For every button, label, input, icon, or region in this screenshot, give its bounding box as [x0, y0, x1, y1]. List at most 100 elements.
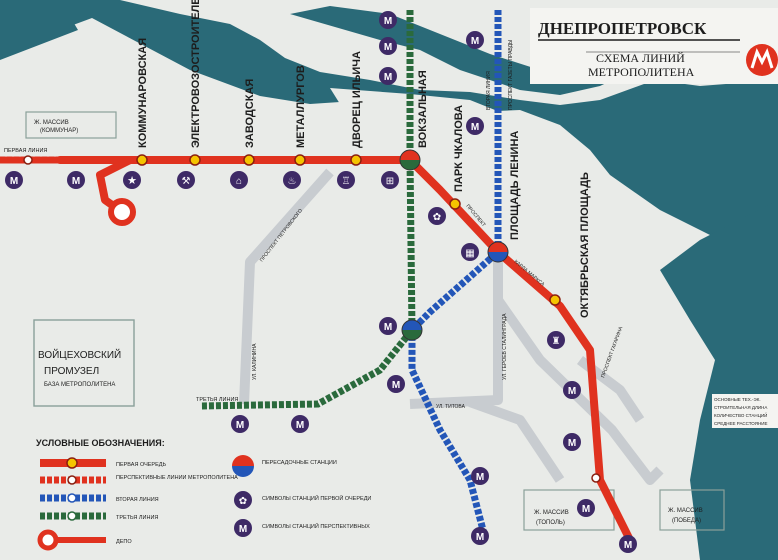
massiv-topol-label-2: (ТОПОЛЬ): [536, 520, 565, 526]
worker-emblem-icon: ⚒: [177, 171, 195, 189]
depot-box: [33, 319, 135, 407]
station-labels: КОММУНАРОВСКАЯ ЭЛЕКТРОВОЗОСТРОИТЕЛЕЙ ЗАВ…: [137, 0, 591, 318]
massiv-kommunar-box: [25, 111, 117, 139]
leaf-emblem-icon: ✿: [428, 207, 446, 225]
first-line-label: ПЕРВАЯ ЛИНИЯ: [4, 148, 47, 154]
svg-text:М: М: [476, 532, 484, 543]
metro-emblem-icon: М: [379, 11, 397, 29]
svg-text:ПЕРЕСАДОЧНЫЕ СТАНЦИИ: ПЕРЕСАДОЧНЫЕ СТАНЦИИ: [262, 460, 337, 466]
depot-label-3: БАЗА МЕТРОПОЛИТЕНА: [44, 382, 115, 388]
massiv-pobeda-label-1: Ж. МАССИВ: [668, 508, 703, 514]
perspective-lines: [239, 168, 664, 485]
title-city: ДНЕПРОПЕТРОВСК: [538, 19, 707, 38]
second-line-label: ВТОРАЯ ЛИНИЯ: [486, 71, 492, 110]
monument-emblem-icon: ♜: [547, 331, 565, 349]
metallurgy-emblem-icon: ♨: [283, 171, 301, 189]
legend-item-depot: ДЕПО: [37, 529, 132, 551]
metro-emblem-icon: М: [379, 37, 397, 55]
metro-emblem-icon: М: [231, 415, 249, 433]
info-line-4: СРЕДНЕЕ РАССТОЯНИЕ: [714, 421, 767, 426]
label-oktyabrskaya: ОКТЯБРЬСКАЯ ПЛОЩАДЬ: [579, 172, 591, 318]
svg-text:М: М: [568, 438, 576, 449]
massiv-kommunar-label-1: Ж. МАССИВ: [34, 120, 69, 126]
title-background: [530, 8, 778, 84]
street-titova-label: УЛ. ТИТОВА: [436, 404, 466, 410]
transfer-vokzalnaya: [399, 149, 421, 171]
svg-text:✿: ✿: [433, 212, 441, 223]
svg-text:ПЕРСПЕКТИВНЫЕ ЛИНИИ МЕТРОПОЛИТ: ПЕРСПЕКТИВНЫЕ ЛИНИИ МЕТРОПОЛИТЕНА: [116, 475, 238, 481]
metro-emblem-icon: М: [466, 31, 484, 49]
depot-loop-icon: [108, 198, 136, 226]
svg-text:М: М: [384, 16, 392, 27]
station-oktyabrskaya: [549, 294, 561, 306]
svg-text:✿: ✿: [239, 496, 247, 507]
svg-text:♖: ♖: [342, 176, 351, 187]
factory-emblem-icon: ⌂: [230, 171, 248, 189]
label-dvorets-ilicha: ДВОРЕЦ ИЛЬИЧА: [351, 51, 363, 148]
street-stalingrada-label: УЛ. ГЕРОЕВ СТАЛИНГРАДА: [502, 313, 508, 380]
svg-text:СИМВОЛЫ СТАНЦИЙ ПЕРСПЕКТИВНЫХ: СИМВОЛЫ СТАНЦИЙ ПЕРСПЕКТИВНЫХ: [262, 522, 370, 530]
metro-emblem-icon: М: [563, 433, 581, 451]
metro-emblem-icon: М: [387, 375, 405, 393]
svg-text:М: М: [476, 472, 484, 483]
transfer-green-blue: [401, 319, 423, 341]
metro-emblem-icon: М: [577, 499, 595, 517]
depot-label-2: ПРОМУЗЕЛ: [44, 366, 99, 377]
station-metallurgov: [294, 154, 306, 166]
legend-item-third-line: ТРЕТЬЯ ЛИНИЯ: [40, 511, 158, 521]
station-park-chkalova: [449, 198, 461, 210]
star-emblem-icon: ★: [123, 171, 141, 189]
legend-title: УСЛОВНЫЕ ОБОЗНАЧЕНИЯ:: [36, 438, 165, 448]
metro-emblem-icon: М: [619, 535, 637, 553]
metro-emblem-icon: М: [379, 317, 397, 335]
transfer-ploshchad-lenina: [487, 241, 509, 263]
svg-text:♜: ♜: [552, 336, 561, 347]
label-metallurgov: МЕТАЛЛУРГОВ: [295, 65, 307, 148]
svg-text:ТРЕТЬЯ ЛИНИЯ: ТРЕТЬЯ ЛИНИЯ: [116, 515, 158, 521]
svg-text:ДЕПО: ДЕПО: [116, 539, 132, 545]
svg-text:СИМВОЛЫ СТАНЦИЙ ПЕРВОЙ ОЧЕРЕДИ: СИМВОЛЫ СТАНЦИЙ ПЕРВОЙ ОЧЕРЕДИ: [262, 494, 371, 502]
legend-item-perspective-symbols: М СИМВОЛЫ СТАНЦИЙ ПЕРСПЕКТИВНЫХ: [234, 519, 370, 537]
svg-text:♨: ♨: [288, 176, 297, 187]
third-line: [199, 10, 416, 410]
station-emblems: М М ★ ⚒ ⌂ ♨ ♖ ⊞ ✿ ▦ ♜ М М М М М М М М М …: [5, 11, 637, 553]
massiv-topol-label-1: Ж. МАССИВ: [534, 510, 569, 516]
title-block: ДНЕПРОПЕТРОВСК СХЕМА ЛИНИЙ МЕТРОПОЛИТЕНА: [530, 8, 778, 84]
station-elektrovozostroiteley: [189, 154, 201, 166]
label-vokzalnaya: ВОКЗАЛЬНАЯ: [417, 70, 429, 148]
metro-logo-icon: [746, 44, 778, 76]
svg-text:М: М: [236, 420, 244, 431]
legend-item-second-line: ВТОРАЯ ЛИНИЯ: [40, 493, 159, 503]
building-emblem-icon: ▦: [461, 243, 479, 261]
metro-emblem-icon: М: [466, 117, 484, 135]
label-zavodskaya: ЗАВОДСКАЯ: [244, 79, 256, 148]
svg-text:ПЕРВАЯ ОЧЕРЕДЬ: ПЕРВАЯ ОЧЕРЕДЬ: [116, 462, 166, 468]
metro-emblem-icon: М: [291, 415, 309, 433]
svg-text:М: М: [10, 176, 18, 187]
depot-label-1: ВОЙЦЕХОВСКИЙ: [38, 348, 121, 361]
svg-text:М: М: [392, 380, 400, 391]
palace-emblem-icon: ♖: [337, 171, 355, 189]
island: [330, 88, 500, 114]
svg-text:★: ★: [127, 175, 137, 187]
svg-text:М: М: [72, 176, 80, 187]
svg-text:⚒: ⚒: [182, 176, 191, 187]
legend-item-first-symbols: ✿ СИМВОЛЫ СТАНЦИЙ ПЕРВОЙ ОЧЕРЕДИ: [234, 491, 371, 509]
svg-text:М: М: [582, 504, 590, 515]
svg-text:М: М: [384, 42, 392, 53]
massiv-kommunar-label-2: (КОММУНАР): [40, 128, 78, 134]
station-dvorets-ilicha: [350, 154, 362, 166]
label-park-chkalova: ПАРК ЧКАЛОВА: [453, 105, 465, 192]
info-box: ОСНОВНЫЕ ТЕХ.-ЭК. СТРОИТЕЛЬНАЯ ДЛИНА КОЛ…: [712, 394, 778, 428]
massiv-pobeda-box: [659, 489, 725, 531]
third-line-label: ТРЕТЬЯ ЛИНИЯ: [196, 397, 238, 403]
metro-emblem-icon: М: [67, 171, 85, 189]
second-line: [408, 10, 502, 535]
street-gazety-label: ПРОСПЕКТ ГАЗЕТЫ ПРАВДЫ: [508, 39, 514, 110]
label-kommunarovskaya: КОММУНАРОВСКАЯ: [137, 38, 149, 148]
station-perspective-2: [23, 155, 33, 165]
red-stations: [23, 154, 601, 483]
info-line-2: СТРОИТЕЛЬНАЯ ДЛИНА: [714, 405, 767, 410]
train-emblem-icon: ⊞: [381, 171, 399, 189]
metro-emblem-icon: М: [379, 67, 397, 85]
